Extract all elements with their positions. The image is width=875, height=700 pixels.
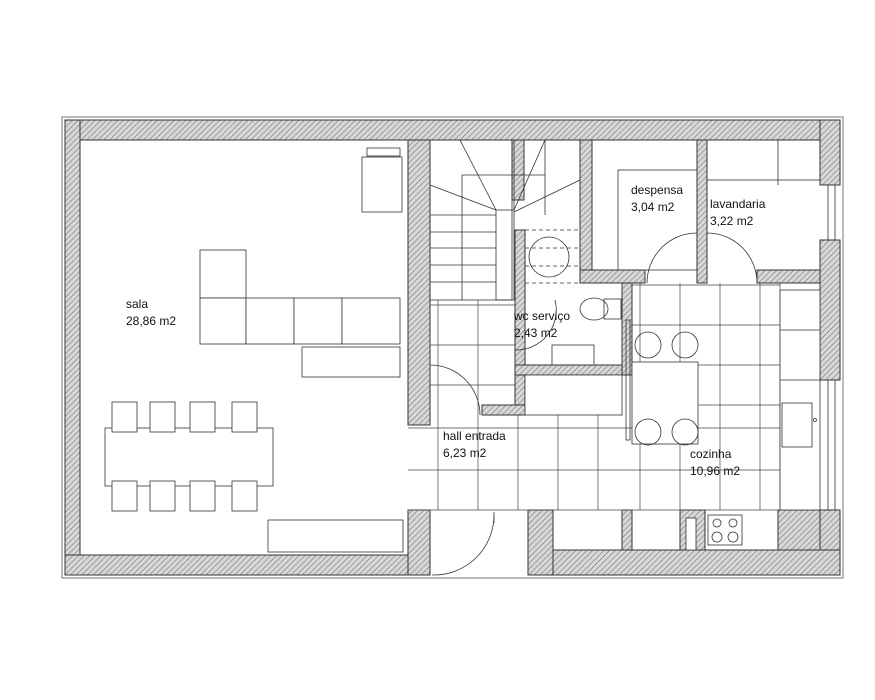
door-entrance[interactable] <box>431 514 495 576</box>
tile-grid <box>408 283 781 511</box>
wc-fixtures <box>514 229 622 366</box>
wall-right-2 <box>819 239 841 381</box>
wall-bottom-right <box>527 549 841 576</box>
wall-top <box>64 119 841 141</box>
wall-left <box>64 119 81 576</box>
sala-furniture <box>104 147 404 553</box>
wall-bottom-left <box>64 554 431 576</box>
room-area: 6,23 m2 <box>443 446 487 460</box>
room-area: 10,96 m2 <box>690 464 741 478</box>
room-label-hall: hall entrada 6,23 m2 <box>443 428 506 462</box>
wall-despensa-left <box>579 139 593 284</box>
room-name: sala <box>126 297 149 311</box>
room-label-wc: wc serviço 2,43 m2 <box>514 308 570 342</box>
room-area: 28,86 m2 <box>126 314 177 328</box>
room-label-sala: sala 28,86 m2 <box>126 296 176 330</box>
room-name: cozinha <box>690 447 732 461</box>
room-name: wc serviço <box>514 309 571 323</box>
staircase <box>429 139 581 301</box>
room-label-cozinha: cozinha 10,96 m2 <box>690 446 740 480</box>
room-name: lavandaria <box>710 197 766 211</box>
kitchen-fixtures <box>524 289 821 551</box>
wall-despensa-lavandaria <box>696 139 708 284</box>
wall-sala-hall <box>407 139 431 426</box>
room-area: 2,43 m2 <box>514 326 558 340</box>
walls <box>64 119 841 576</box>
room-area: 3,04 m2 <box>631 200 675 214</box>
room-area: 3,22 m2 <box>710 214 754 228</box>
room-label-despensa: despensa 3,04 m2 <box>631 182 683 216</box>
door-hall-sala[interactable] <box>429 364 481 416</box>
room-label-lavandaria: lavandaria 3,22 m2 <box>710 196 765 230</box>
wall-right-1 <box>819 119 841 186</box>
door-despensa[interactable] <box>646 232 698 284</box>
door-lavandaria[interactable] <box>706 232 758 284</box>
room-name: hall entrada <box>443 429 506 443</box>
wall-wc-bottom <box>514 364 626 376</box>
room-name: despensa <box>631 183 684 197</box>
despensa-shelf <box>617 169 698 271</box>
